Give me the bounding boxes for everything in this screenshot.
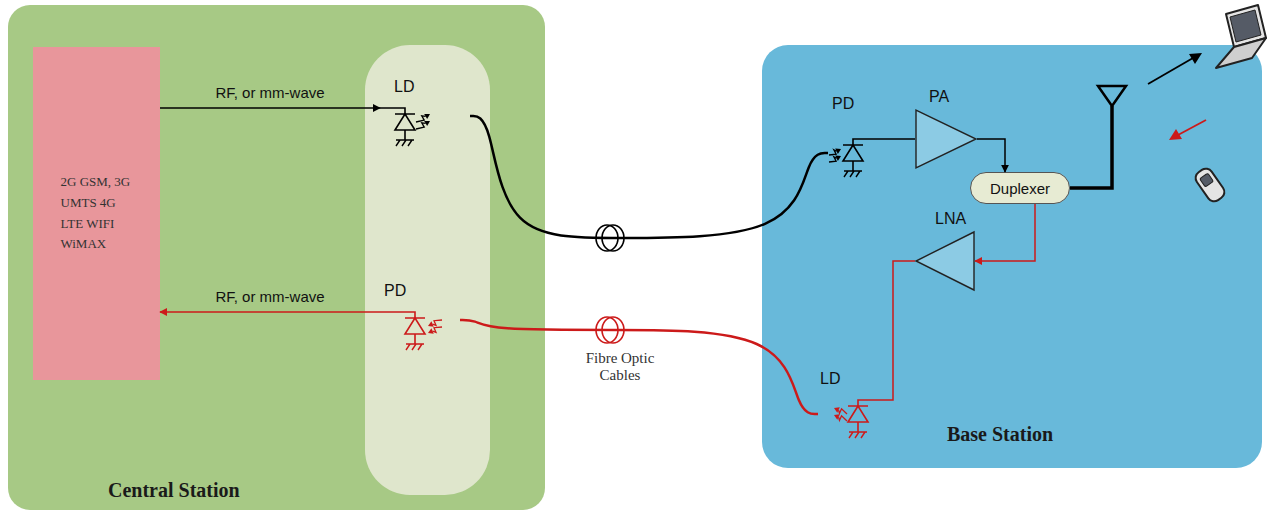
edge-label-holder: RF, or mm-wave <box>215 288 324 306</box>
signal-line <box>160 107 380 109</box>
fibre-coil <box>596 317 624 343</box>
uplink-arrow <box>1178 120 1206 135</box>
laser-diode-symbol-part <box>416 116 426 122</box>
photodiode-symbol-part <box>433 320 442 325</box>
edge-label: RF, or mm-wave <box>215 288 324 305</box>
edge-label-holder: RF, or mm-wave <box>215 84 324 102</box>
fibre-coil <box>596 317 618 343</box>
laser-diode-label: LD <box>820 370 840 388</box>
duplexer-box: Duplexer <box>970 172 1070 204</box>
laser-diode-symbol <box>380 78 470 178</box>
fibre-coil <box>602 317 624 343</box>
antenna-symbol <box>1098 86 1126 106</box>
laser-diode-symbol-part <box>848 406 868 432</box>
central-station-panel-label: Central Station <box>108 479 240 502</box>
laser-diode-symbol-part <box>858 400 878 406</box>
phone-body <box>1193 166 1227 204</box>
signal-line <box>878 261 915 400</box>
photodiode-label: PD <box>832 95 854 113</box>
technology-box-label: 2G GSM, 3G UMTS 4G LTE WIFI WiMAX <box>61 172 133 255</box>
low-noise-amplifier-label: LNA <box>935 210 966 228</box>
technology-box: 2G GSM, 3G UMTS 4G LTE WIFI WiMAX <box>33 47 160 380</box>
phone-screen <box>1200 173 1214 187</box>
wireless-arrow <box>1148 53 1206 140</box>
power-amplifier-label: PA <box>929 88 949 106</box>
photodiode-symbol-part <box>853 139 878 145</box>
fibre-coil <box>596 225 618 251</box>
photodiode-symbol-part <box>835 149 841 154</box>
signal-line <box>160 311 380 313</box>
edge-label: RF, or mm-wave <box>215 84 324 101</box>
base-station-panel-label: Base Station <box>947 423 1053 446</box>
laser-diode-symbol-part <box>424 121 430 126</box>
laser-diode-symbol-part <box>839 416 847 421</box>
fibre-cable <box>470 116 828 238</box>
duplexer-box-label: Duplexer <box>990 180 1050 197</box>
photodiode-symbol-part <box>843 145 863 171</box>
phone-icon <box>1193 166 1227 204</box>
laptop-icon <box>1216 5 1266 68</box>
laptop-base <box>1216 38 1266 68</box>
optical-panel <box>365 45 490 495</box>
laser-diode: LD <box>818 370 878 445</box>
signal-line <box>975 204 1035 261</box>
laser-diode: LD <box>380 78 470 178</box>
photodiode-symbol-part <box>406 344 424 350</box>
laser-diode-symbol-part <box>834 407 840 412</box>
laptop-display <box>1230 10 1261 42</box>
laser-diode-symbol-part <box>380 108 405 114</box>
laser-diode-symbol-part <box>424 114 430 119</box>
fibre-coil <box>596 225 624 251</box>
laser-diode-symbol-part <box>849 432 867 438</box>
photodiode-symbol-part <box>433 327 442 332</box>
arrow-head <box>1189 53 1202 64</box>
photodiode-symbol-part <box>380 312 415 318</box>
photodiode-symbol-part <box>405 318 425 344</box>
laser-diode-symbol-part <box>839 409 847 414</box>
fibre-cable <box>460 320 818 414</box>
laser-diode-symbol-part <box>396 140 414 146</box>
photodiode-symbol-part <box>428 328 434 334</box>
label-holder: Fibre Optic Cables <box>575 350 665 384</box>
photodiode-symbol-part <box>829 150 837 155</box>
photodiode-symbol-part <box>428 321 434 327</box>
base-station-panel: Base Station PD PA DuplexerLNA LD <box>762 45 1262 468</box>
laser-diode-symbol-part <box>395 114 415 140</box>
photodiode-symbol-part <box>835 156 841 161</box>
power-amplifier: PA <box>915 88 977 168</box>
photodiode: PD <box>828 95 878 180</box>
signal-line <box>878 138 915 140</box>
cable-label: Fibre Optic Cables <box>575 350 665 384</box>
power-amplifier-symbol-part <box>916 110 976 168</box>
low-noise-amplifier: LNA <box>915 210 975 290</box>
photodiode: PD <box>380 282 460 382</box>
antenna-symbol <box>1070 86 1126 188</box>
signal-line <box>977 139 1005 172</box>
antenna-feed <box>1070 106 1112 188</box>
downlink-arrow <box>1148 58 1193 84</box>
central-station-panel: Central Station 2G GSM, 3G UMTS 4G LTE WI… <box>8 5 545 510</box>
photodiode-symbol-part <box>829 157 837 162</box>
laser-diode-label: LD <box>394 78 414 96</box>
laptop-screen <box>1226 5 1266 47</box>
arrow-head <box>1169 129 1182 140</box>
laser-diode-symbol-part <box>834 414 840 419</box>
low-noise-amplifier-symbol-part <box>916 232 974 290</box>
photodiode-label: PD <box>384 282 406 300</box>
photodiode-symbol-part <box>844 171 862 177</box>
fibre-coil <box>602 225 624 251</box>
laser-diode-symbol-part <box>416 123 426 129</box>
